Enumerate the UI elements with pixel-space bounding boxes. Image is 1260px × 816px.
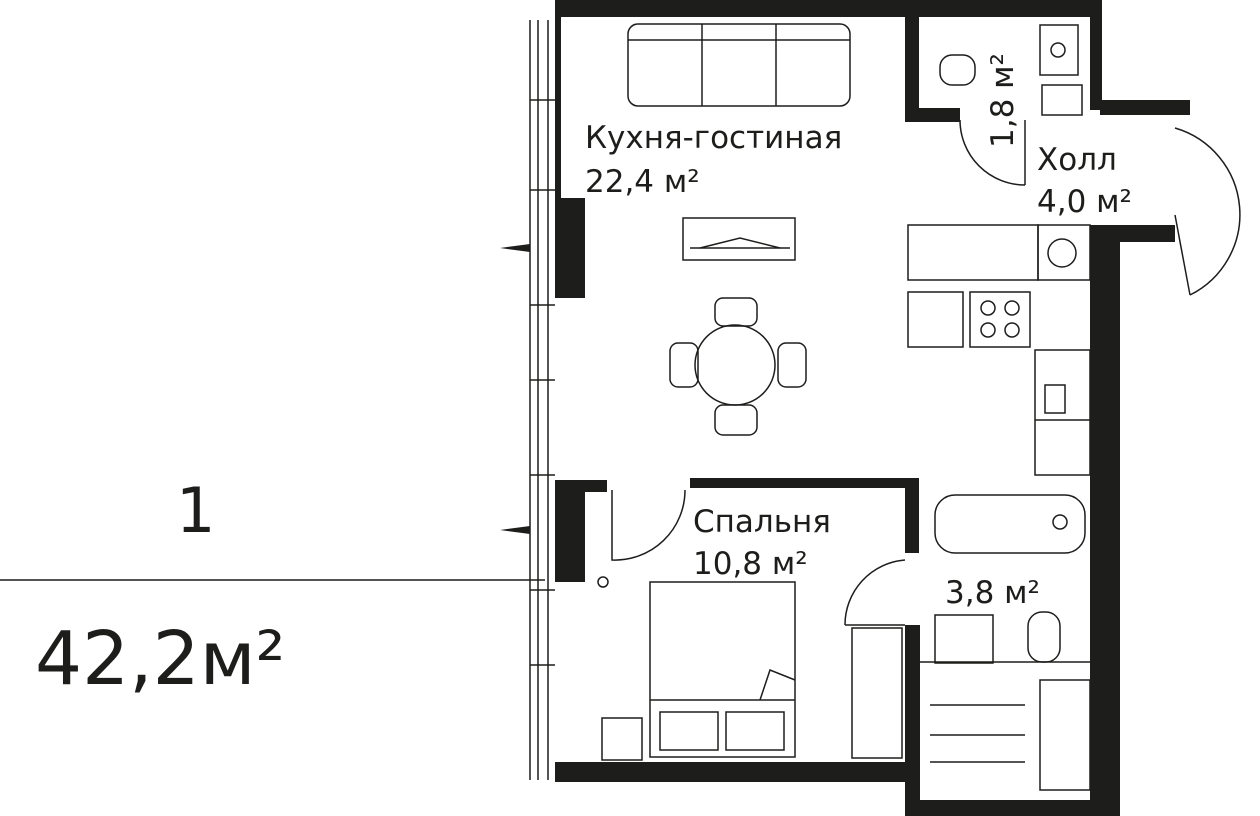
window-column — [529, 20, 555, 780]
kitchen-living-name: Кухня-гостиная — [585, 120, 842, 156]
total-area: 42,2м² — [35, 616, 285, 702]
wardrobe — [851, 627, 903, 759]
kitchen-units — [907, 224, 1091, 476]
hall-name: Холл — [1037, 142, 1117, 178]
hall-area: 4,0 м² — [1037, 184, 1132, 220]
kitchen-living-area: 22,4 м² — [585, 164, 700, 200]
toilet-small — [939, 24, 1083, 116]
sofa — [627, 23, 851, 107]
bathroom-area: 3,8 м² — [945, 575, 1040, 611]
bedroom-name: Спальня — [693, 504, 831, 540]
walls — [500, 0, 1190, 816]
doors — [597, 119, 1241, 626]
wc-area: 1,8 м² — [985, 53, 1021, 148]
rooms-count: 1 — [176, 474, 215, 547]
bathtub — [920, 494, 1091, 791]
tv — [682, 217, 796, 261]
dining-table — [669, 297, 807, 436]
bed — [601, 581, 796, 761]
bedroom-area: 10,8 м² — [693, 546, 808, 582]
